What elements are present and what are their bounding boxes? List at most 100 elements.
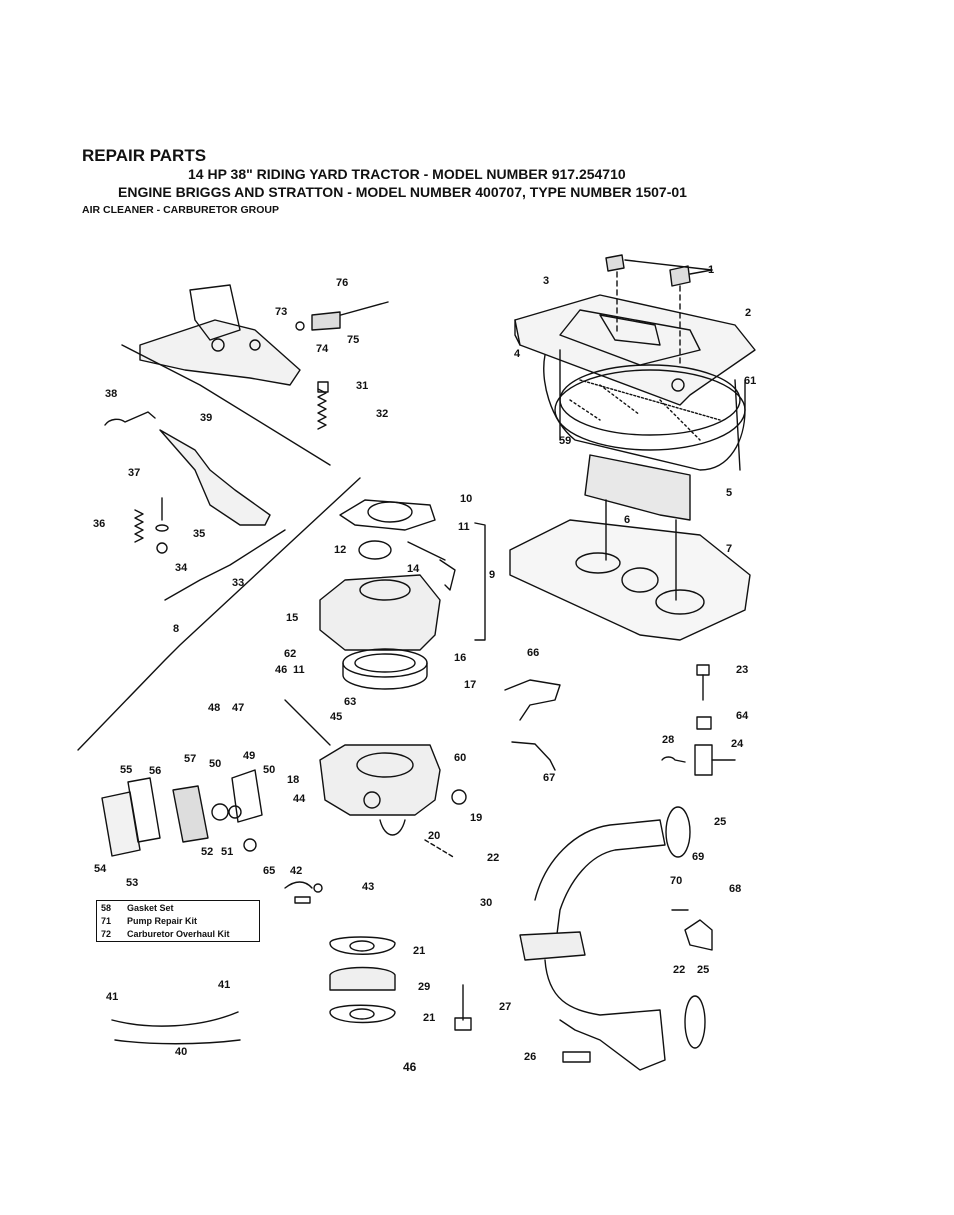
callout-26: 26: [524, 1051, 536, 1063]
callout-32: 32: [376, 408, 388, 420]
group-title: AIR CLEANER - CARBURETOR GROUP: [82, 204, 279, 216]
callout-47: 47: [232, 702, 244, 714]
callout-7: 7: [726, 543, 732, 555]
callout-41: 41: [218, 979, 230, 991]
filter-element: [543, 349, 746, 471]
callout-22: 22: [673, 964, 685, 976]
callout-51: 51: [221, 846, 233, 858]
callout-67: 67: [543, 772, 555, 784]
tractor-model-line: 14 HP 38" RIDING YARD TRACTOR - MODEL NU…: [188, 166, 626, 182]
fuel-pump-assembly: [101, 769, 263, 857]
callout-27: 27: [499, 1001, 511, 1013]
callout-3: 3: [543, 275, 549, 287]
kit-row: 71 Pump Repair Kit: [101, 915, 255, 928]
page-number: 46: [403, 1060, 417, 1074]
callout-11: 11: [458, 521, 470, 533]
callout-74: 74: [316, 343, 329, 355]
callout-69: 69: [692, 851, 704, 863]
callout-5: 5: [726, 487, 732, 499]
callout-76: 76: [336, 277, 348, 289]
callout-52: 52: [201, 846, 213, 858]
callout-63: 63: [344, 696, 356, 708]
cover-knobs: [605, 254, 713, 366]
callout-49: 49: [243, 750, 255, 762]
callout-39: 39: [200, 412, 212, 424]
callout-53: 53: [126, 877, 138, 889]
callout-2: 2: [745, 307, 751, 319]
choke-bracket: [159, 429, 286, 601]
intake-manifold: [519, 806, 706, 1071]
engine-model-line: ENGINE BRIGGS AND STRATTON - MODEL NUMBE…: [118, 184, 687, 200]
shaft-45: [284, 699, 331, 746]
carburetor-upper-body: [319, 574, 441, 651]
link-66: [504, 679, 561, 721]
callout-24: 24: [731, 738, 744, 750]
callout-56: 56: [149, 765, 161, 777]
kit-label: Pump Repair Kit: [127, 916, 198, 926]
callout-66: 66: [527, 647, 539, 659]
callout-6: 6: [624, 514, 630, 526]
callout-18: 18: [287, 774, 299, 786]
callout-21: 21: [423, 1012, 435, 1024]
kit-number: 71: [101, 916, 112, 926]
callout-54: 54: [94, 863, 107, 875]
callout-10: 10: [460, 493, 472, 505]
callout-73: 73: [275, 306, 287, 318]
callout-11: 11: [293, 664, 305, 676]
callout-29: 29: [418, 981, 430, 993]
callout-45: 45: [330, 711, 342, 723]
callout-41: 41: [106, 991, 118, 1003]
ball-60: [451, 789, 467, 805]
throttle-control-bracket: [121, 284, 331, 466]
gasket-10: [339, 499, 436, 531]
callout-35: 35: [193, 528, 205, 540]
spring-42: [284, 881, 313, 889]
callout-42: 42: [290, 865, 302, 877]
link-rod-38: [104, 411, 156, 426]
callout-19: 19: [470, 812, 482, 824]
callout-8: 8: [173, 623, 179, 635]
fuel-line-40: [111, 1011, 241, 1045]
callout-59: 59: [559, 435, 571, 447]
callout-30: 30: [480, 897, 492, 909]
callout-28: 28: [662, 734, 674, 746]
callout-57: 57: [184, 753, 196, 765]
callout-25: 25: [714, 816, 726, 828]
callout-25: 25: [697, 964, 709, 976]
callout-36: 36: [93, 518, 105, 530]
kit-row: 72 Carburetor Overhaul Kit: [101, 928, 255, 941]
callout-55: 55: [120, 764, 132, 776]
callout-50: 50: [263, 764, 275, 776]
callout-37: 37: [128, 467, 140, 479]
callout-23: 23: [736, 664, 748, 676]
callout-50: 50: [209, 758, 221, 770]
callout-65: 65: [263, 865, 275, 877]
carburetor-body: [319, 744, 441, 836]
clamp-68-69: [684, 919, 713, 951]
kit-number: 72: [101, 929, 112, 939]
callout-38: 38: [105, 388, 117, 400]
callout-14: 14: [407, 563, 420, 575]
callout-61: 61: [744, 375, 756, 387]
callout-16: 16: [454, 652, 466, 664]
callout-62: 62: [284, 648, 296, 660]
kit-label: Carburetor Overhaul Kit: [127, 929, 230, 939]
callout-33: 33: [232, 577, 244, 589]
callout-15: 15: [286, 612, 298, 624]
page-title: REPAIR PARTS: [82, 146, 207, 165]
callout-46: 46: [275, 664, 287, 676]
callout-12: 12: [334, 544, 346, 556]
springs-31-32: [317, 381, 329, 430]
callout-31: 31: [356, 380, 368, 392]
spring-36: [134, 497, 169, 554]
callout-22: 22: [487, 852, 499, 864]
bolt-26: [562, 1051, 591, 1063]
link-67: [511, 741, 556, 771]
callout-17: 17: [464, 679, 476, 691]
callout-70: 70: [670, 875, 682, 887]
pre-cleaner: [584, 454, 691, 521]
kit-number: 58: [101, 903, 112, 913]
